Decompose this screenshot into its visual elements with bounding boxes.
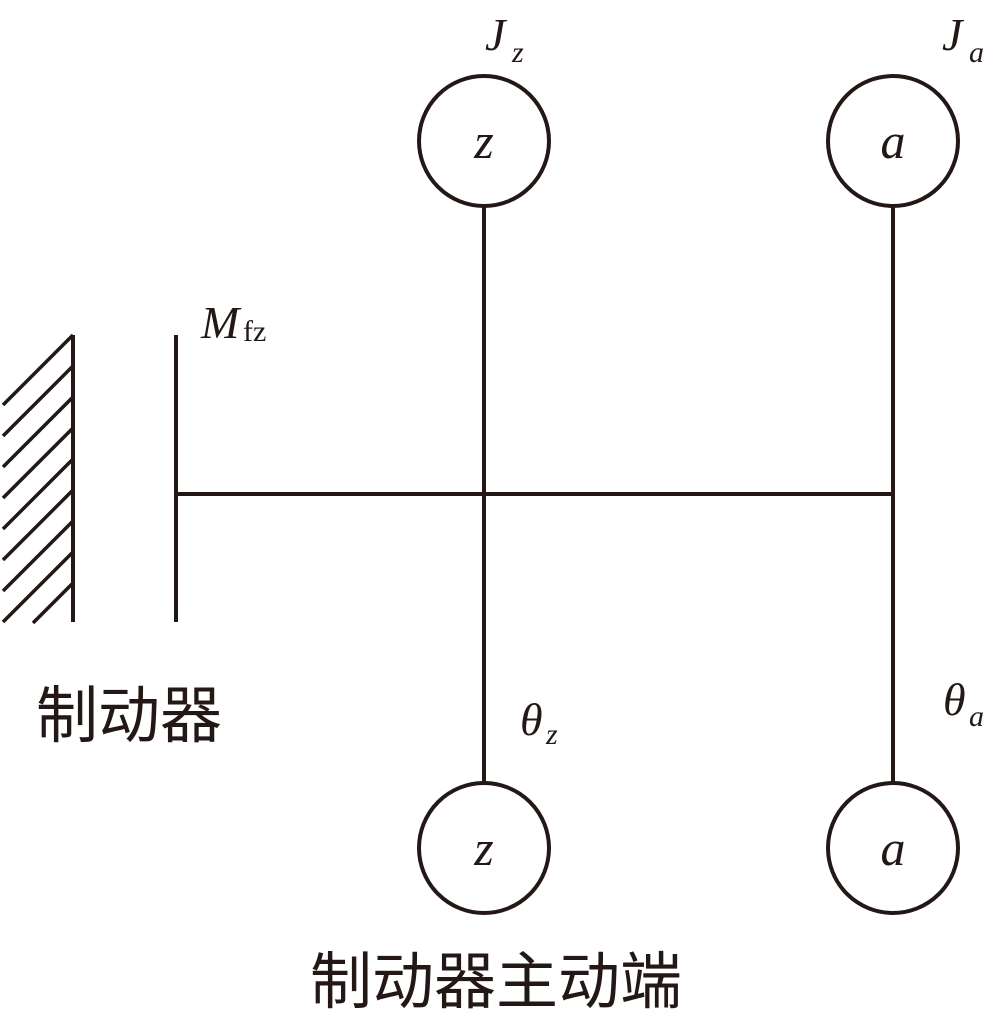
label-jz-sub: z xyxy=(511,36,524,69)
label-theta-z-main: θ xyxy=(520,694,543,745)
node-bottom-a xyxy=(826,781,960,915)
wall-hatching xyxy=(1,333,75,625)
label-jz: J z xyxy=(485,9,524,69)
label-brake-active-end: 制动器主动端 xyxy=(310,945,682,1018)
label-theta-z: θ z xyxy=(520,694,558,751)
label-mfz-main: M xyxy=(200,297,242,348)
label-mfz-sub: fz xyxy=(243,315,266,348)
label-ja-main: J xyxy=(942,9,965,60)
label-theta-a-main: θ xyxy=(943,674,966,725)
label-brake: 制动器 xyxy=(36,679,222,752)
label-jz-main: J xyxy=(485,9,508,60)
label-theta-z-sub: z xyxy=(545,718,558,751)
node-top-a xyxy=(826,74,960,208)
node-top-z-label: z xyxy=(473,113,493,169)
node-top-z xyxy=(417,74,551,208)
fixed-wall xyxy=(1,333,75,625)
label-ja-sub: a xyxy=(969,36,984,69)
node-bottom-a-label: a xyxy=(881,820,906,876)
label-ja: J a xyxy=(942,9,984,69)
node-bottom-z xyxy=(417,781,551,915)
node-top-a-label: a xyxy=(881,113,906,169)
label-theta-a-sub: a xyxy=(969,700,984,733)
label-theta-a: θ a xyxy=(943,674,984,733)
label-mfz: M fz xyxy=(200,297,266,348)
node-bottom-z-label: z xyxy=(473,820,493,876)
